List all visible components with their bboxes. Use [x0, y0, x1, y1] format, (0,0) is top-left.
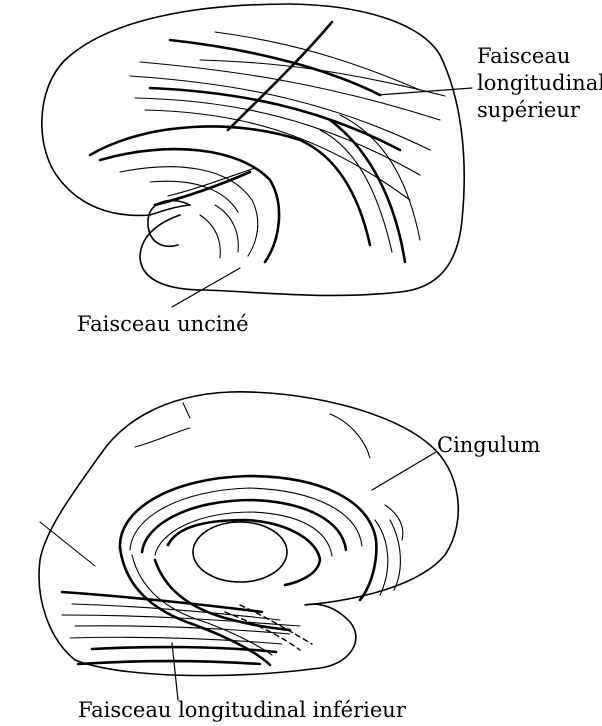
superior-longitudinal-label-line1: Faisceau: [477, 43, 597, 70]
cingulum-fibers: [120, 476, 403, 665]
medial-sulcus: [40, 522, 95, 566]
superior-longitudinal-label-line2: longitudinal: [477, 70, 597, 97]
superior-longitudinal-fasciculus-label: Faisceau longitudinal supérieur: [477, 43, 597, 124]
cingulum-label: Cingulum: [437, 435, 540, 456]
uncinate-pointer: [172, 268, 240, 307]
medial-sulcus: [330, 414, 370, 458]
cingulum-pointer: [372, 452, 436, 490]
medial-sulcus: [183, 403, 190, 418]
superior-longitudinal-label-line3: supérieur: [477, 97, 597, 124]
inferior-longitudinal-fibers: [62, 592, 300, 664]
thalamus: [193, 522, 287, 582]
inferior-longitudinal-fasciculus-label: Faisceau longitudinal inférieur: [78, 700, 406, 721]
medial-hemisphere-outline: [39, 392, 458, 676]
superior-longitudinal-fibers: [90, 22, 445, 262]
medial-sulcus: [135, 428, 190, 447]
superior-longitudinal-pointer: [378, 88, 472, 95]
inferior-longitudinal-pointer: [172, 643, 178, 700]
lateral-hemisphere-view: [42, 4, 472, 307]
temporal-pole-notch: [148, 200, 190, 246]
uncinate-fasciculus-label: Faisceau unciné: [77, 314, 249, 335]
medial-hemisphere-view: [39, 392, 458, 700]
